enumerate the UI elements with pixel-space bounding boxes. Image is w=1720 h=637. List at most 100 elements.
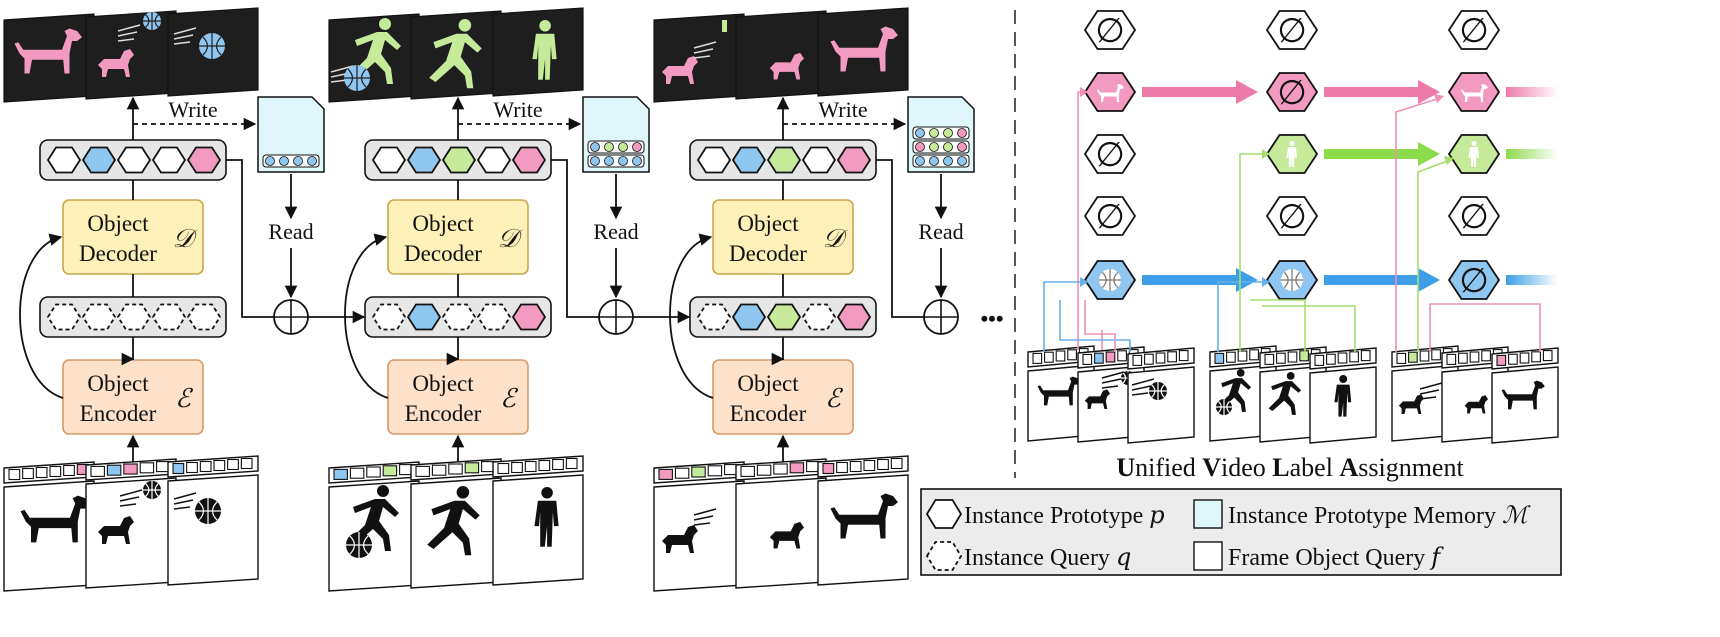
frame-object-query [382, 465, 398, 477]
instance-prototype [1447, 260, 1501, 300]
green-assign-line [1262, 305, 1356, 352]
runner-head [458, 19, 472, 32]
memory-row [912, 154, 970, 168]
motion-line [119, 489, 143, 497]
frame-object-query [552, 458, 564, 471]
uvla-title: Unified Video Label Assignment [1116, 453, 1464, 482]
uvla-title-rest: abel [1290, 453, 1340, 482]
puppy-shape [1084, 389, 1110, 409]
dog-shape [830, 493, 898, 539]
motion-line [1419, 382, 1443, 390]
frame-object-query [49, 465, 62, 478]
instance-query [116, 303, 152, 331]
instance-query [836, 303, 872, 331]
memory-slot [293, 156, 303, 166]
empty-set-symbol: ∅ [1459, 199, 1489, 236]
dog-icon [830, 493, 898, 539]
frame-object-query [1431, 349, 1441, 361]
ball-icon [143, 481, 161, 499]
dog-shape [1037, 376, 1081, 406]
frame-object-query [90, 465, 105, 477]
memory-slot [618, 156, 628, 166]
motion-line [1101, 378, 1122, 384]
motion-lines-icon [117, 24, 141, 42]
puppy-icon [1084, 389, 1110, 409]
ball-icon [1099, 269, 1121, 291]
memory-slot [929, 128, 939, 138]
frame-object-query [1519, 352, 1530, 364]
instance-query [371, 303, 407, 331]
memory-slot [618, 142, 628, 152]
uvla-title-initial: L [1272, 453, 1289, 482]
frame-object-query [1360, 350, 1371, 362]
frame-object-query [1531, 351, 1541, 363]
output-frame [492, 7, 584, 97]
instance-prototype [696, 146, 732, 174]
frame-object-query [123, 463, 138, 475]
motion-lines-icon [173, 492, 197, 510]
puppy-shape [662, 56, 698, 84]
ball-icon [1149, 382, 1167, 400]
frame-object-query [1287, 351, 1298, 363]
read-label: Read [268, 219, 313, 244]
frame-object-query [172, 462, 185, 475]
empty-set-symbol: ∅ [1459, 13, 1489, 50]
instance-query [441, 303, 477, 331]
legend-frame-object-query-text: Frame Object Query [1228, 545, 1431, 571]
memory-slot [604, 142, 614, 152]
uvla-prototype [1083, 72, 1137, 112]
instance-query [801, 303, 837, 331]
memory-slot [632, 156, 642, 166]
blue-track-arrow-head [1418, 268, 1440, 292]
uvla-prototype: ∅ [1083, 10, 1137, 50]
instance-query [46, 303, 82, 331]
uvla-frame-card [1491, 347, 1559, 444]
instance-query [511, 303, 547, 331]
legend-instance-prototype-symbol: p [1149, 501, 1164, 529]
uvla-frame-card [1077, 346, 1145, 443]
motion-lines-icon [693, 41, 717, 59]
motion-line [693, 41, 717, 49]
frame-object-query [836, 461, 848, 474]
memory-slot [929, 156, 939, 166]
memory-row [262, 154, 320, 168]
legend-box [920, 488, 1562, 576]
input-frame-card [167, 455, 259, 586]
motion-line [693, 55, 711, 59]
motion-line [119, 496, 140, 502]
instance-query [766, 303, 802, 331]
blue-track-arrow [1142, 275, 1238, 285]
person-icon [534, 487, 559, 547]
motion-line [1131, 385, 1152, 391]
dog-shape [830, 26, 898, 72]
motion-line [173, 492, 197, 500]
frame-object-query [464, 462, 480, 474]
frame-image [1491, 366, 1559, 444]
object-encoder-label: Encoder [730, 401, 807, 426]
runner-body [1268, 381, 1302, 415]
empty-set-symbol: ∅ [1277, 13, 1307, 50]
frame-object-query [1337, 352, 1348, 364]
frame-object-query [448, 463, 463, 475]
output-frame [653, 13, 745, 103]
frame-object-query [139, 462, 155, 474]
ball-seams [143, 12, 161, 30]
frame-object-query [1408, 351, 1418, 363]
instance-prototype [1447, 196, 1501, 236]
uvla-prototype: ∅ [1265, 72, 1319, 112]
frame-object-query-row [167, 455, 259, 478]
input-frame-card [410, 458, 502, 589]
runner-icon [427, 486, 480, 556]
memory-row [912, 140, 970, 154]
frame-object-query-row [3, 461, 95, 484]
memory-slot [915, 142, 925, 152]
motion-line [173, 27, 197, 35]
empty-set-symbol: ∅ [1095, 13, 1125, 50]
memory-slot [590, 142, 600, 152]
encoder-decoder-loop-arrow [19, 233, 64, 399]
uvla-title-initial: U [1116, 453, 1135, 482]
instance-prototype [81, 146, 117, 174]
frame-object-query-row [1491, 347, 1559, 370]
motion-line [117, 31, 138, 37]
frame-object-query-row [735, 458, 827, 481]
